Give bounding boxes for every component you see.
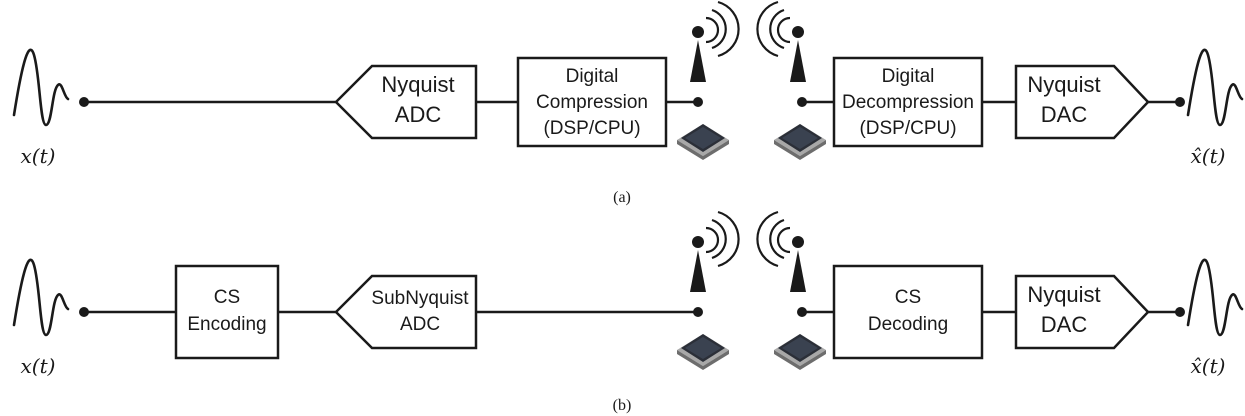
tx-node	[693, 307, 703, 317]
input-waveform-icon	[12, 258, 70, 337]
input-signal-label: x(t)	[21, 354, 56, 378]
digital-decompression-block	[832, 56, 984, 148]
input-signal-label: x(t)	[21, 144, 56, 168]
output-signal-label: x̂(t)	[1191, 354, 1226, 378]
tx-chip-icon	[677, 124, 729, 160]
output-node	[1175, 97, 1185, 107]
encoding-label-line1: CS	[214, 287, 240, 308]
dac-label-line2: DAC	[1041, 312, 1088, 337]
compression-label-line1: Digital	[566, 66, 619, 87]
cs-encoding-block	[174, 264, 280, 360]
encoding-label-line2: Encoding	[187, 314, 266, 335]
adc-label-line1: Nyquist	[381, 72, 454, 97]
rx-chip-icon	[774, 334, 826, 370]
decompression-label-line3: (DSP/CPU)	[859, 118, 956, 139]
adc-label-line1: SubNyquist	[371, 288, 469, 309]
output-waveform-icon	[1186, 258, 1244, 337]
decompression-label-line1: Digital	[882, 66, 935, 87]
subnyquist-adc-block	[334, 274, 478, 350]
dac-label-line1: Nyquist	[1027, 72, 1100, 97]
input-waveform-icon	[12, 48, 70, 127]
rx-antenna-icon	[756, 0, 808, 84]
compression-label-line2: Compression	[536, 92, 648, 113]
panel-a: x(t) Nyquist ADC Digital Compression (DS…	[12, 0, 1244, 206]
cs-decoding-block	[832, 264, 984, 360]
output-node	[1175, 307, 1185, 317]
caption-a: (a)	[613, 189, 631, 206]
output-waveform-icon	[1186, 48, 1244, 127]
tx-antenna-icon	[688, 210, 740, 294]
adc-label-line2: ADC	[395, 102, 442, 127]
decompression-label-line2: Decompression	[842, 92, 974, 113]
tx-antenna-icon	[688, 0, 740, 84]
rx-chip-icon	[774, 124, 826, 160]
tx-node	[693, 97, 703, 107]
digital-compression-block	[516, 56, 668, 148]
nyquist-dac-block	[1014, 274, 1150, 350]
adc-label-line2: ADC	[400, 314, 440, 335]
caption-b: (b)	[613, 397, 632, 414]
decoding-label-line2: Decoding	[868, 314, 948, 335]
rx-antenna-icon	[756, 210, 808, 294]
compression-label-line3: (DSP/CPU)	[543, 118, 640, 139]
dac-label-line1: Nyquist	[1027, 282, 1100, 307]
decoding-label-line1: CS	[895, 287, 921, 308]
tx-chip-icon	[677, 334, 729, 370]
dac-label-line2: DAC	[1041, 102, 1088, 127]
nyquist-dac-block	[1014, 64, 1150, 140]
output-signal-label: x̂(t)	[1191, 144, 1226, 168]
panel-b: x(t) CS Encoding SubNyquist ADC CS Decod…	[12, 210, 1244, 414]
